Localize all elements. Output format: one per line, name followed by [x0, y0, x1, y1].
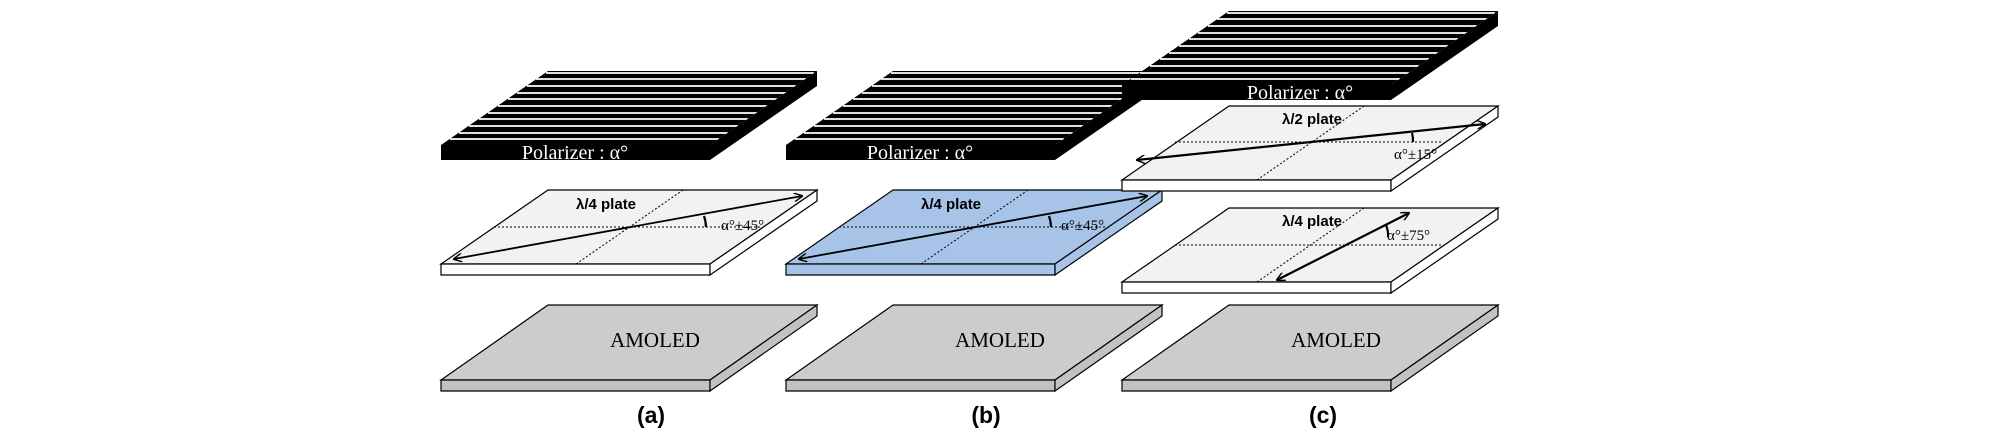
plate-side-face [1390, 206, 1499, 295]
wave-plate-a: λ/4 plate α°±45° [439, 188, 819, 277]
wave-plate-b: λ/4 plate α°±45° [784, 188, 1164, 277]
polarizer-label: Polarizer : α° [1247, 82, 1353, 104]
amoled-front-face [440, 379, 711, 392]
polarizer-front-face [441, 145, 710, 160]
polarizer-b: Polarizer : α° [786, 71, 1162, 164]
angle-arc [1410, 132, 1415, 143]
optic-axis-arrow [454, 196, 802, 259]
panel-caption: (c) [1309, 402, 1337, 428]
polarizer-front-face [1122, 85, 1391, 100]
angle-arc [1384, 224, 1390, 238]
polarizer-front-face [786, 145, 1055, 160]
amoled-side-face [1390, 303, 1499, 393]
angle-arc [1047, 215, 1053, 228]
amoled-label: AMOLED [1291, 328, 1381, 352]
angle-label: α°±75° [1387, 228, 1430, 244]
polarizer-a: Polarizer : α° [441, 71, 817, 164]
polarizer-side-face [1391, 11, 1498, 100]
polarizer-label: Polarizer : α° [867, 142, 973, 164]
plate-label: λ/4 plate [921, 196, 981, 213]
amoled-label: AMOLED [610, 328, 700, 352]
polarizer-stripes [1131, 12, 1495, 80]
amoled-front-face [785, 379, 1056, 392]
plate-front-face [785, 263, 1056, 276]
panel-a: Polarizer : α° λ/4 plate α°±45° AMOLED (… [439, 71, 819, 428]
plate-label: λ/4 plate [576, 196, 636, 213]
angle-label: α°±15° [1394, 147, 1437, 163]
amoled-c: AMOLED [1120, 303, 1500, 393]
amoled-side-face [1054, 303, 1163, 393]
plate-front-face [1121, 281, 1392, 294]
panel-caption: (a) [637, 402, 665, 428]
amoled-b: AMOLED [784, 303, 1164, 393]
panel-caption: (b) [971, 402, 1000, 428]
optic-axis-arrow [799, 196, 1147, 259]
panel-c: Polarizer : α° λ/2 plate α°±15° λ/4 plat… [1120, 11, 1500, 428]
angle-label: α°±45° [1061, 218, 1104, 234]
amoled-front-face [1121, 379, 1392, 392]
wave-plate-c-half: λ/2 plate α°±15° [1120, 104, 1500, 193]
polarizer-stripes [450, 72, 814, 140]
optic-axis-arrow [1277, 213, 1409, 280]
plate-front-face [440, 263, 711, 276]
panel-b: Polarizer : α° λ/4 plate α°±45° AMOLED (… [784, 71, 1164, 428]
polarizer-label: Polarizer : α° [522, 142, 628, 164]
plate-label: λ/4 plate [1282, 213, 1342, 230]
polarizer-stripes [795, 72, 1159, 140]
optic-axis-arrow [1137, 124, 1485, 160]
amoled-label: AMOLED [955, 328, 1045, 352]
angle-arc [702, 215, 708, 228]
polarizer-side-face [710, 71, 817, 160]
polarizer-c: Polarizer : α° [1122, 11, 1498, 104]
plate-label: λ/2 plate [1282, 111, 1342, 128]
amoled-side-face [709, 303, 818, 393]
wave-plate-c-quarter: λ/4 plate α°±75° [1120, 206, 1500, 295]
plate-front-face [1121, 179, 1392, 192]
angle-label: α°±45° [721, 218, 764, 234]
amoled-a: AMOLED [439, 303, 819, 393]
